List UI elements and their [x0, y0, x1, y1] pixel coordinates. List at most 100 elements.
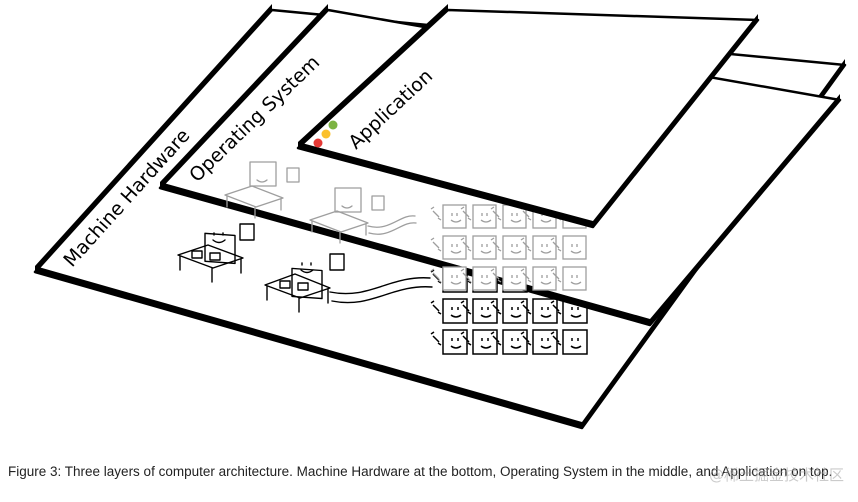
hardware-desk-item — [191, 250, 203, 259]
hardware-cube-face — [480, 338, 492, 349]
figure-caption: Figure 3: Three layers of computer archi… — [8, 464, 833, 479]
window-minimize-button — [321, 129, 331, 139]
hardware-wrench-icon — [430, 331, 442, 346]
application-layer-edge — [593, 14, 758, 227]
hardware-wrench-icon — [430, 300, 442, 315]
os-cube-face — [570, 244, 582, 254]
os-cube-face — [510, 213, 522, 223]
os-cube-face — [480, 244, 492, 254]
os-cube-face — [510, 275, 522, 285]
hardware-desk — [264, 273, 331, 313]
hardware-worker — [204, 232, 236, 265]
hardware-sketches — [177, 223, 433, 313]
os-cube-grid — [430, 204, 587, 291]
hardware-worker-face — [212, 232, 226, 244]
os-wrench-icon — [550, 237, 562, 252]
os-worker-face — [256, 179, 268, 183]
os-sketches — [224, 161, 417, 244]
hardware-wrench-icon — [550, 331, 562, 346]
hardware-wrench-icon — [490, 331, 502, 346]
watermark: @稀土掘金技术社区 — [708, 466, 844, 484]
os-desk — [309, 210, 369, 244]
os-wrench-icon — [550, 268, 562, 283]
hardware-cube-face — [570, 307, 582, 318]
hardware-cube-face — [570, 338, 582, 349]
os-wrench-icon — [460, 206, 472, 221]
os-cube-face — [450, 244, 462, 254]
application-layer-edge — [298, 4, 448, 148]
hardware-cube — [562, 329, 588, 355]
hardware-wrench-icon — [490, 300, 502, 315]
os-cube-face — [450, 275, 462, 285]
os-cube-face — [450, 213, 462, 223]
os-cube — [562, 266, 587, 291]
os-worker — [334, 187, 362, 213]
os-cube — [502, 235, 527, 260]
application-layer — [296, 4, 760, 229]
os-wrench-icon — [460, 268, 472, 283]
architecture-diagram: Machine Hardware Operating System Applic… — [33, 4, 847, 430]
hardware-wrench-icon — [430, 269, 442, 284]
os-cube — [532, 266, 557, 291]
hardware-desk-item — [297, 282, 309, 291]
hardware-desk-item — [279, 280, 291, 289]
os-cube-face — [540, 275, 552, 285]
os-conveyor — [368, 222, 417, 235]
hardware-cube — [442, 298, 468, 324]
os-worker — [249, 161, 277, 187]
hardware-cube-face — [450, 338, 462, 349]
hardware-wrench-icon — [460, 300, 472, 315]
os-wrench-icon — [430, 237, 442, 252]
os-layer-edge — [650, 94, 840, 325]
os-cube — [442, 204, 467, 229]
os-wrench-icon — [520, 268, 532, 283]
hardware-cube — [502, 329, 528, 355]
os-layer-edge — [160, 4, 328, 188]
os-wrench-icon — [460, 237, 472, 252]
os-wrench-icon — [430, 206, 442, 221]
os-conveyor — [367, 215, 416, 228]
window-maximize-button — [328, 120, 338, 130]
os-wrench-icon — [520, 237, 532, 252]
os-cube-face — [510, 244, 522, 254]
window-close-button — [313, 138, 323, 148]
os-wrench-icon — [490, 237, 502, 252]
hardware-conveyor — [329, 277, 431, 295]
hardware-cube — [532, 298, 558, 324]
os-cube-face — [480, 275, 492, 285]
hardware-conveyor — [331, 286, 433, 304]
hardware-cube — [502, 298, 528, 324]
os-layer-edge — [160, 182, 650, 325]
hardware-wrench-icon — [520, 331, 532, 346]
os-cube-face — [540, 244, 552, 254]
os-cube — [502, 266, 527, 291]
hardware-cube-face — [450, 307, 462, 318]
os-cube — [472, 266, 497, 291]
hardware-cube-face — [510, 338, 522, 349]
os-cube — [442, 235, 467, 260]
os-calculator — [286, 167, 300, 183]
os-wrench-icon — [430, 268, 442, 283]
hardware-cube — [472, 329, 498, 355]
application-layer-edge — [298, 142, 593, 227]
hardware-layer-edge — [35, 4, 272, 272]
os-cube — [532, 235, 557, 260]
os-cube-face — [570, 275, 582, 285]
hardware-cube-face — [510, 307, 522, 318]
os-cube-face — [480, 213, 492, 223]
os-cube — [472, 235, 497, 260]
hardware-cube — [442, 329, 468, 355]
os-cube — [442, 266, 467, 291]
os-desk — [224, 185, 284, 219]
hardware-desk — [177, 244, 244, 283]
hardware-cube-face — [540, 307, 552, 318]
hardware-cube — [472, 298, 498, 324]
os-cube — [472, 204, 497, 229]
hardware-wrench-icon — [460, 331, 472, 346]
hardware-wrench-icon — [550, 300, 562, 315]
hardware-cube-face — [540, 338, 552, 349]
os-worker-face — [341, 205, 353, 209]
hardware-cube-face — [480, 307, 492, 318]
hardware-calculator — [239, 223, 255, 241]
hardware-wrench-icon — [520, 300, 532, 315]
